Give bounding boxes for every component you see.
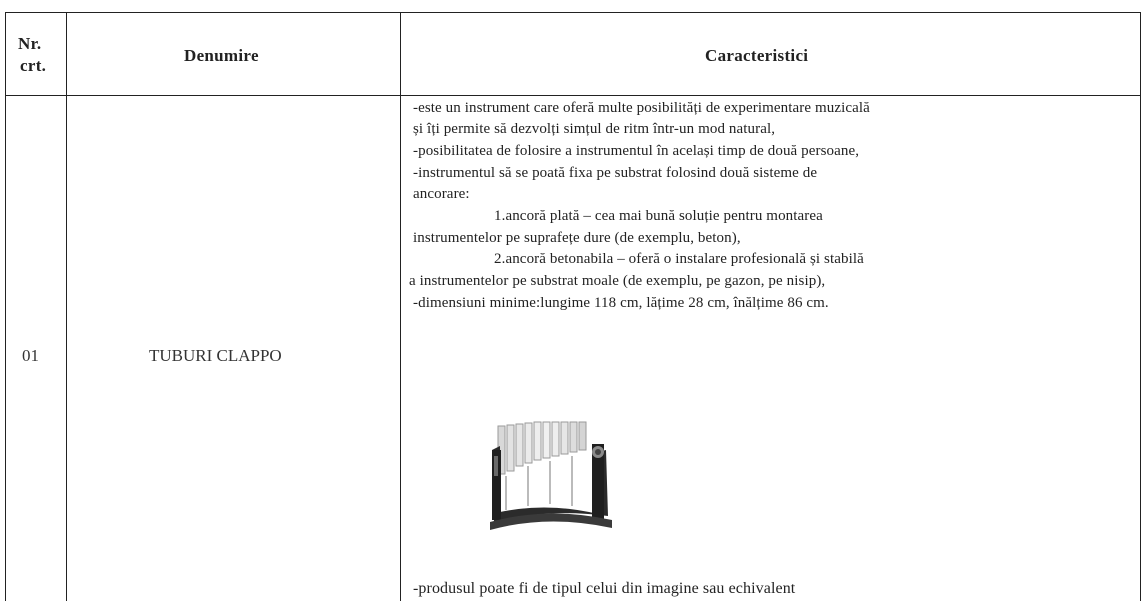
table-top-border	[5, 12, 1141, 13]
char-line-3: -posibilitatea de folosire a instrumentu…	[413, 143, 860, 159]
char-line-10: -dimensiuni minime:lungime 118 cm, lățim…	[413, 295, 829, 311]
header-denumire: Denumire	[184, 46, 259, 65]
table-right-border	[1140, 12, 1141, 601]
footer-note: -produsul poate fi de tipul celui din im…	[413, 580, 796, 597]
header-caracteristici: Caracteristici	[705, 46, 809, 65]
column-divider-2	[400, 12, 401, 601]
row-nr: 01	[22, 346, 39, 365]
char-line-6: 1.ancoră plată – cea mai bună soluție pe…	[494, 208, 823, 224]
table-left-border	[5, 12, 6, 601]
header-nr-line2: crt.	[20, 56, 47, 75]
char-line-8: 2.ancoră betonabila – oferă o instalare …	[494, 251, 864, 267]
char-line-9: a instrumentelor pe substrat moale (de e…	[409, 273, 826, 289]
char-line-5: ancorare:	[413, 186, 470, 202]
row-denumire: TUBURI CLAPPO	[149, 346, 282, 365]
char-line-1: -este un instrument care oferă multe pos…	[413, 100, 870, 116]
column-divider-1	[66, 12, 67, 601]
header-nr-line1: Nr.	[18, 34, 42, 53]
header-bottom-border	[5, 95, 1141, 96]
char-line-4: -instrumentul să se poată fixa pe substr…	[413, 165, 818, 181]
char-line-2: și îți permite să dezvolți simțul de rit…	[413, 121, 776, 137]
clappo-tubes-instrument-photo-icon	[490, 421, 612, 530]
char-line-7: instrumentelor pe suprafețe dure (de exe…	[413, 230, 741, 246]
